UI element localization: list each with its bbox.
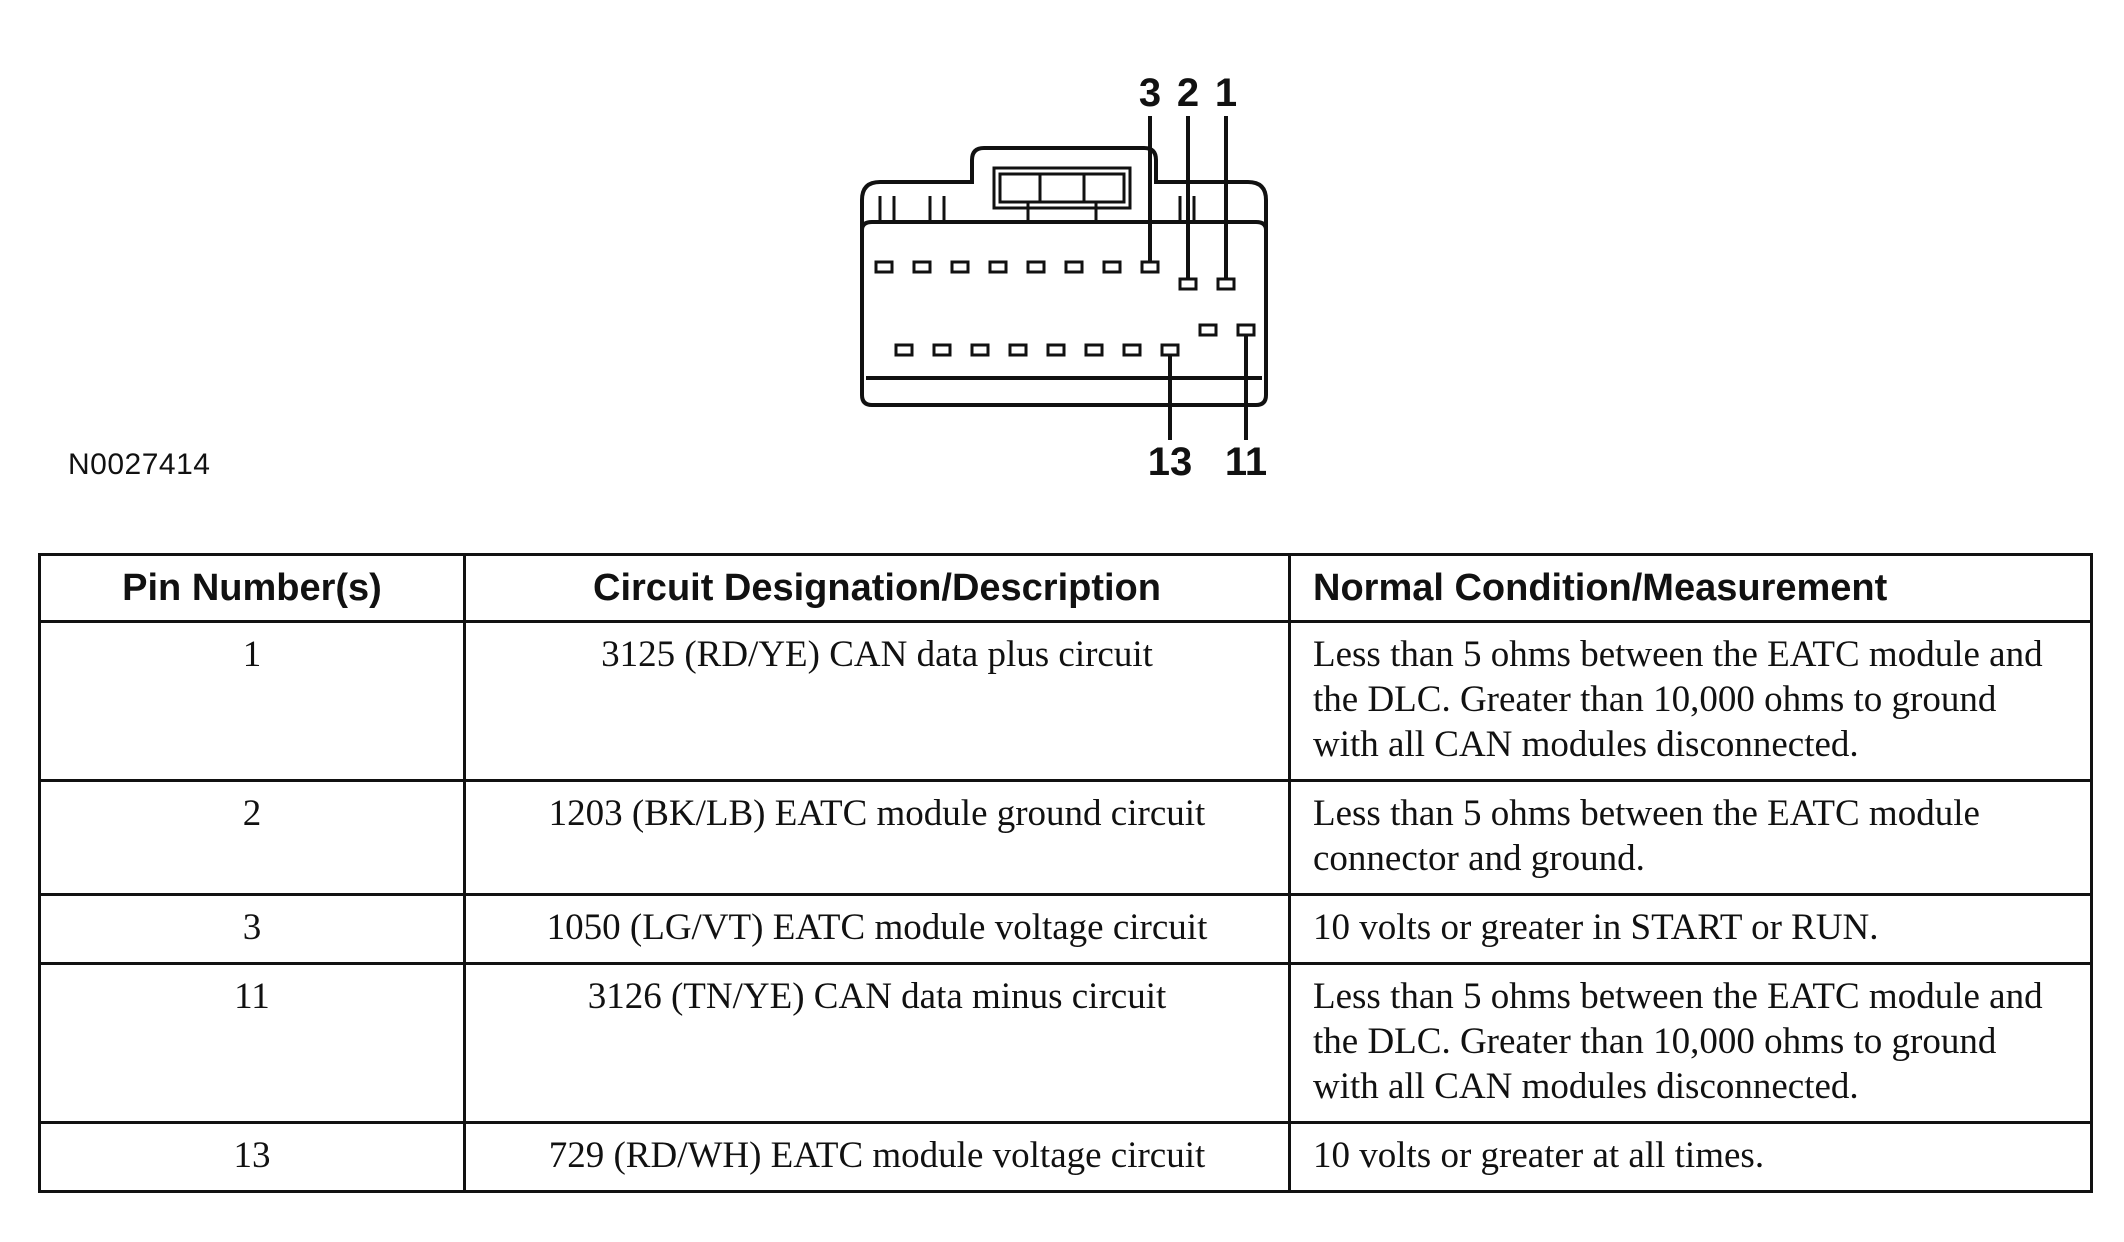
pin-2-cavity	[1178, 277, 1198, 291]
circuit-description: 1203 (BK/LB) EATC module ground circuit	[463, 779, 1291, 896]
callout-pin-13: 13	[1148, 440, 1193, 484]
circuit-description: 729 (RD/WH) EATC module voltage circuit	[463, 1121, 1291, 1193]
callout-pin-2: 2	[1177, 71, 1199, 115]
table-row: 3 1050 (LG/VT) EATC module voltage circu…	[38, 893, 2093, 965]
pin-number: 1	[38, 620, 466, 782]
pin-number: 11	[38, 962, 466, 1124]
table-header-row: Pin Number(s) Circuit Designation/Descri…	[38, 553, 2093, 623]
header-normal-condition: Normal Condition/Measurement	[1288, 553, 2093, 623]
pin-11-cavity	[1236, 323, 1256, 337]
normal-condition: Less than 5 ohms between the EATC module…	[1288, 962, 2093, 1124]
circuit-description: 3125 (RD/YE) CAN data plus circuit	[463, 620, 1291, 782]
leader-lines	[1148, 116, 1248, 440]
pin-number: 2	[38, 779, 466, 896]
pin-13-cavity	[1160, 343, 1180, 357]
table-row: 11 3126 (TN/YE) CAN data minus circuit L…	[38, 962, 2093, 1124]
header-circuit-designation: Circuit Designation/Description	[463, 553, 1291, 623]
normal-condition: 10 volts or greater at all times.	[1288, 1121, 2093, 1193]
connector-housing	[860, 146, 1268, 407]
figure-id: N0027414	[68, 448, 211, 481]
normal-condition: 10 volts or greater in START or RUN.	[1288, 893, 2093, 965]
circuit-description: 1050 (LG/VT) EATC module voltage circuit	[463, 893, 1291, 965]
normal-condition: Less than 5 ohms between the EATC module…	[1288, 779, 2093, 896]
callout-pin-3: 3	[1139, 71, 1161, 115]
pin-number: 3	[38, 893, 466, 965]
table-row: 13 729 (RD/WH) EATC module voltage circu…	[38, 1121, 2093, 1193]
pin-number: 13	[38, 1121, 466, 1193]
normal-condition: Less than 5 ohms between the EATC module…	[1288, 620, 2093, 782]
callout-pin-11: 11	[1225, 440, 1267, 484]
pin-cavities	[874, 260, 1256, 357]
connector-diagram: 3 2 1 13 11	[860, 71, 1268, 484]
table-row: 1 3125 (RD/YE) CAN data plus circuit Les…	[38, 620, 2093, 782]
header-pin-numbers: Pin Number(s)	[38, 553, 466, 623]
table-row: 2 1203 (BK/LB) EATC module ground circui…	[38, 779, 2093, 896]
pin-1-cavity	[1216, 277, 1236, 291]
callout-pin-1: 1	[1215, 71, 1237, 115]
pin-3-cavity	[1140, 260, 1160, 274]
pinout-table: Pin Number(s) Circuit Designation/Descri…	[38, 553, 2093, 1193]
circuit-description: 3126 (TN/YE) CAN data minus circuit	[463, 962, 1291, 1124]
